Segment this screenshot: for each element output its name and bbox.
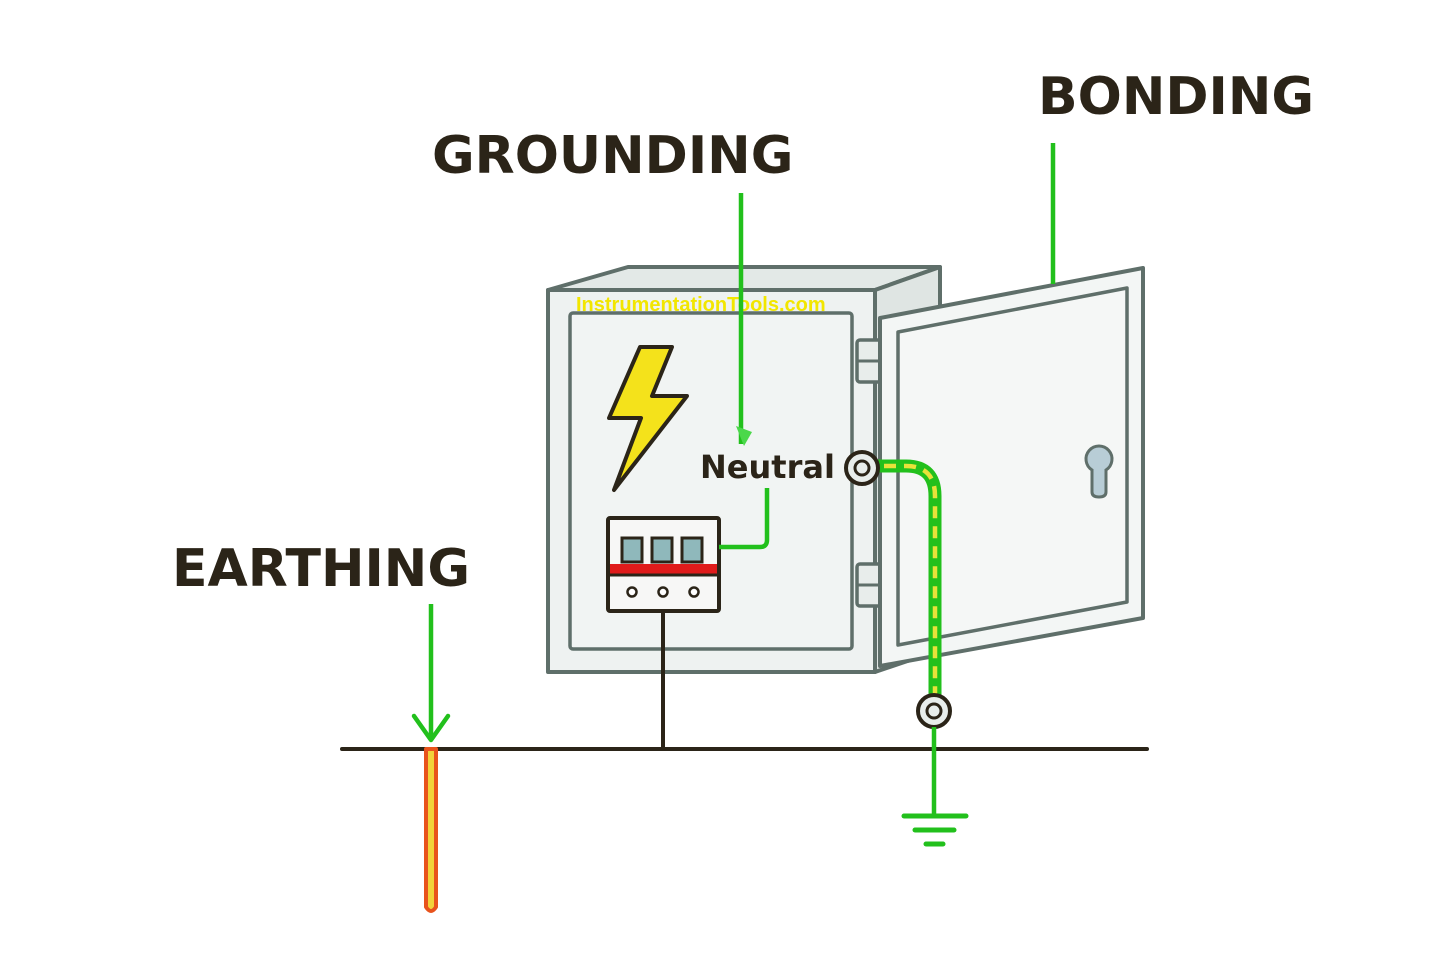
door-inner-panel [896,286,1129,647]
bonding-lug-upper [844,450,880,486]
neutral-label: Neutral [700,448,835,486]
earthing-pointer-arrow [411,604,451,743]
bonding-lug-lower [916,693,952,729]
ground-symbol-icon [901,727,969,847]
breaker-red-bar [610,564,717,574]
breaker-terminal-3 [688,586,700,598]
grounding-pointer-tip [736,426,752,446]
enclosure-door[interactable] [878,266,1145,668]
breaker-terminal-2 [657,586,669,598]
watermark-text: InstrumentationTools.com [576,294,826,316]
earth-ground-rod [424,747,438,913]
breaker-toggle-2 [650,536,674,564]
breaker-toggle-3 [680,536,704,564]
neutral-conductor [719,488,770,550]
circuit-breaker [606,516,721,613]
grounding-label: GROUNDING [432,126,793,186]
bonding-jumper [857,459,942,707]
bonding-label: BONDING [1038,67,1314,127]
breaker-toggle-1 [620,536,644,564]
lightning-bolt-icon [607,345,689,492]
keyhole-icon [1084,444,1114,499]
breaker-terminal-1 [626,586,638,598]
earthing-label: EARTHING [172,539,470,599]
